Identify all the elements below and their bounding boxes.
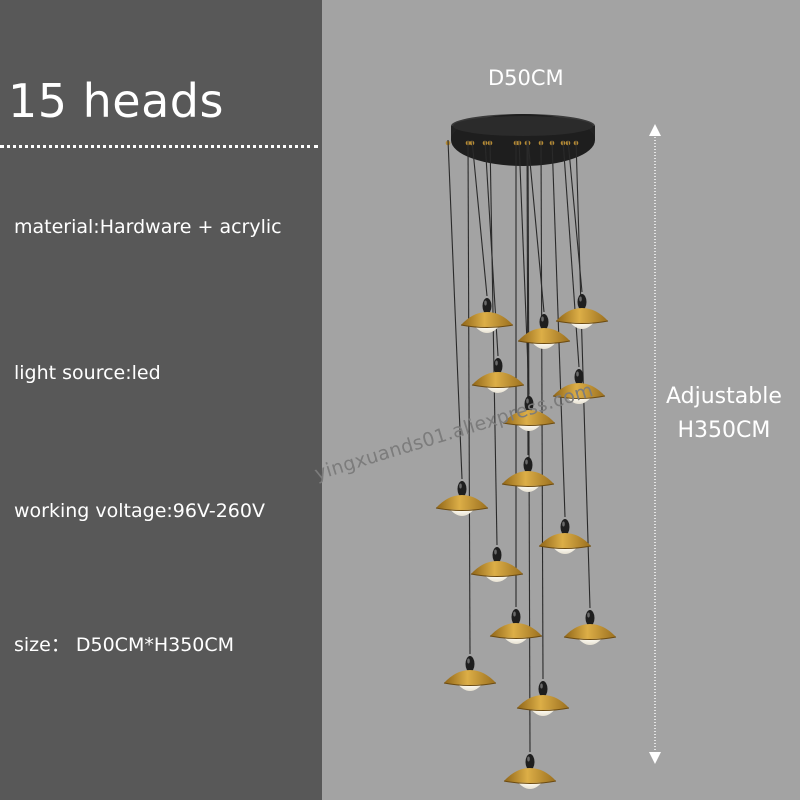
pendant-lamp (517, 314, 571, 349)
pendant-lamp (563, 610, 617, 645)
adjustable-text: Adjustable (666, 384, 782, 409)
pendant-lamp (501, 457, 555, 492)
spec-voltage: working voltage:96V-260V (14, 500, 265, 522)
dotted-divider (0, 145, 318, 148)
pendant-lamp (516, 681, 570, 716)
suspension-cord (489, 139, 498, 546)
pendant-lamps (435, 294, 617, 789)
adjustable-height-label: Adjustable H350CM (666, 380, 782, 448)
pendant-lamp (555, 294, 609, 329)
pendant-lamp (502, 396, 556, 431)
pendant-lamp (538, 519, 592, 554)
pendant-lamp (443, 656, 497, 691)
spec-material: material:Hardware + acrylic (14, 216, 282, 238)
spec-size: size： D50CM*H350CM (14, 634, 235, 656)
pendant-lamp (435, 481, 489, 516)
suspension-cord (467, 139, 471, 655)
pendant-lamp (552, 369, 606, 404)
pendant-lamp (489, 609, 543, 644)
suspension-cord (540, 139, 544, 680)
pendant-lamp (460, 298, 514, 333)
diameter-label: D50CM (488, 66, 564, 90)
suspension-cord (562, 139, 580, 368)
spec-light-source: light source:led (14, 362, 161, 384)
heads-count-title: 15 heads (8, 74, 224, 128)
height-dimension-arrow (649, 124, 661, 764)
ceiling-canopy (451, 114, 595, 166)
height-text: H350CM (677, 418, 771, 443)
suspension-cord (551, 139, 566, 518)
suspension-cord (447, 139, 463, 480)
specs-panel (0, 0, 322, 800)
pendant-lamp (471, 358, 525, 393)
suspension-cord (527, 139, 531, 753)
pendant-lamp (503, 754, 557, 789)
pendant-lamp (470, 547, 524, 582)
suspension-cord (471, 139, 488, 297)
